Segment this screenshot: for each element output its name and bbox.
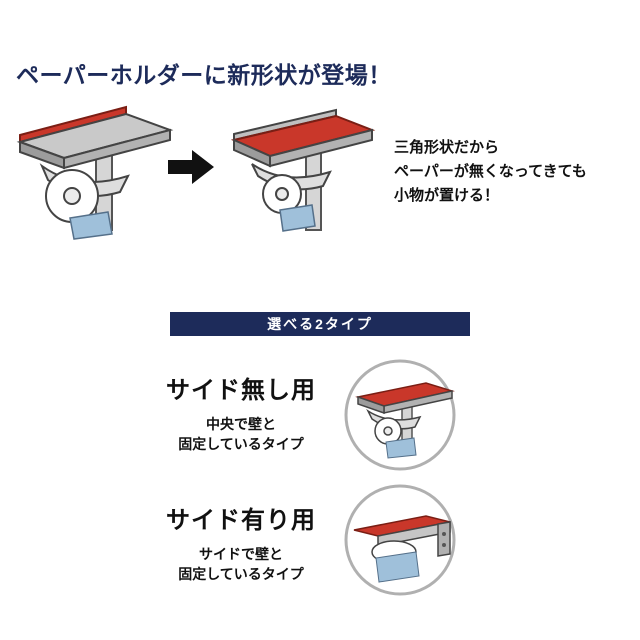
center-mount-holder-illustration [344,359,456,471]
type-no-side-section: サイド無し用 中央で壁と 固定しているタイプ [146,370,336,454]
benefit-text: 三角形状だから ペーパーが無くなってきても 小物が置ける！ [394,136,587,208]
type-with-side-title: サイド有り用 [166,507,316,534]
triangle-top-holder-illustration [230,108,376,232]
arrow-right-icon [168,150,214,184]
benefit-line: 小物が置ける！ [394,187,500,204]
type-no-side-desc: 固定しているタイプ [178,436,304,452]
type-select-banner: 選べる2タイプ [170,312,470,336]
type-no-side-desc: 中央で壁と [206,416,276,432]
side-mount-holder-illustration [344,484,456,596]
page-title: ペーパーホルダーに新形状が登場！ [16,62,392,88]
flat-top-holder-illustration [16,105,174,240]
benefit-line: 三角形状だから [394,139,500,156]
type-with-side-desc: サイドで壁と [199,546,283,562]
type-with-side-desc: 固定しているタイプ [178,566,304,582]
type-no-side-title: サイド無し用 [166,377,316,404]
benefit-line: ペーパーが無くなってきても [394,163,587,180]
type-with-side-section: サイド有り用 サイドで壁と 固定しているタイプ [146,500,336,584]
